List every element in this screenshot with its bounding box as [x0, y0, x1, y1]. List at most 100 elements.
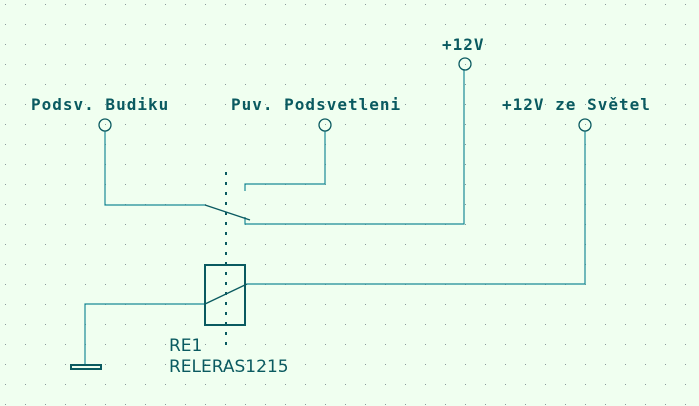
grid-dot — [665, 164, 666, 165]
grid-dot — [65, 44, 66, 45]
grid-dot — [685, 84, 686, 85]
connector-pin-12v[interactable] — [458, 57, 472, 71]
grid-dot — [585, 24, 586, 25]
grid-dot — [685, 144, 686, 145]
grid-dot — [5, 284, 6, 285]
grid-dot — [125, 124, 126, 125]
connector-pin-puv[interactable] — [318, 118, 332, 132]
grid-dot — [125, 164, 126, 165]
grid-dot — [205, 64, 206, 65]
grid-dot — [325, 324, 326, 325]
grid-dot — [265, 84, 266, 85]
grid-dot — [5, 124, 6, 125]
grid-dot — [245, 164, 246, 165]
grid-dot — [545, 304, 546, 305]
grid-dot — [385, 104, 386, 105]
grid-dot — [345, 264, 346, 265]
grid-dot — [385, 4, 386, 5]
grid-dot — [65, 264, 66, 265]
grid-dot — [385, 304, 386, 305]
grid-dot — [665, 364, 666, 365]
grid-dot — [645, 204, 646, 205]
grid-dot — [545, 264, 546, 265]
grid-dot — [225, 164, 226, 165]
grid-dot — [625, 84, 626, 85]
grid-dot — [365, 364, 366, 365]
grid-dot — [45, 364, 46, 365]
wire-12v[interactable] — [244, 69, 465, 225]
grid-dot — [465, 104, 466, 105]
connector-pin-12v-svetel[interactable] — [578, 118, 592, 132]
grid-dot — [165, 224, 166, 225]
grid-dot — [325, 304, 326, 305]
grid-dot — [405, 364, 406, 365]
grid-dot — [685, 164, 686, 165]
grid-dot — [165, 384, 166, 385]
grid-dot — [325, 264, 326, 265]
grid-dot — [125, 104, 126, 105]
wire-12v-svetel[interactable] — [247, 131, 586, 285]
grid-dot — [45, 64, 46, 65]
grid-dot — [245, 364, 246, 365]
grid-dot — [405, 4, 406, 5]
wire-ground[interactable] — [84, 303, 205, 365]
grid-dot — [285, 104, 286, 105]
grid-dot — [425, 204, 426, 205]
grid-dot — [345, 384, 346, 385]
grid-dot — [285, 144, 286, 145]
grid-dot — [225, 404, 226, 405]
grid-dot — [265, 304, 266, 305]
grid-dot — [65, 364, 66, 365]
grid-dot — [465, 144, 466, 145]
grid-dot — [125, 64, 126, 65]
grid-dot — [305, 124, 306, 125]
grid-dot — [165, 104, 166, 105]
connector-pin-budiku[interactable] — [98, 118, 112, 132]
grid-dot — [45, 4, 46, 5]
grid-dot — [485, 304, 486, 305]
grid-dot — [265, 204, 266, 205]
grid-dot — [505, 144, 506, 145]
grid-dot — [325, 384, 326, 385]
grid-dot — [605, 104, 606, 105]
grid-dot — [405, 264, 406, 265]
grid-dot — [45, 324, 46, 325]
grid-dot — [605, 44, 606, 45]
grid-dot — [285, 4, 286, 5]
grid-dot — [365, 4, 366, 5]
grid-dot — [385, 344, 386, 345]
grid-dot — [165, 44, 166, 45]
grid-dot — [625, 384, 626, 385]
grid-dot — [205, 84, 206, 85]
grid-dot — [105, 244, 106, 245]
grid-dot — [85, 44, 86, 45]
grid-dot — [665, 404, 666, 405]
grid-dot — [425, 304, 426, 305]
grid-dot — [125, 344, 126, 345]
grid-dot — [685, 264, 686, 265]
grid-dot — [485, 184, 486, 185]
grid-dot — [85, 184, 86, 185]
grid-dot — [205, 224, 206, 225]
grid-dot — [485, 4, 486, 5]
wire-budiku[interactable] — [104, 131, 205, 206]
grid-dot — [605, 324, 606, 325]
grid-dot — [25, 144, 26, 145]
grid-dot — [405, 344, 406, 345]
grid-dot — [85, 404, 86, 405]
grid-dot — [85, 84, 86, 85]
grid-dot — [405, 204, 406, 205]
wire-puv[interactable] — [244, 131, 326, 191]
grid-dot — [105, 344, 106, 345]
grid-dot — [305, 324, 306, 325]
grid-dot — [85, 124, 86, 125]
grid-dot — [45, 84, 46, 85]
grid-dot — [665, 84, 666, 85]
grid-dot — [365, 64, 366, 65]
grid-dot — [125, 284, 126, 285]
grid-dot — [365, 84, 366, 85]
grid-dot — [25, 104, 26, 105]
grid-dot — [665, 224, 666, 225]
grid-dot — [365, 184, 366, 185]
grid-dot — [345, 84, 346, 85]
